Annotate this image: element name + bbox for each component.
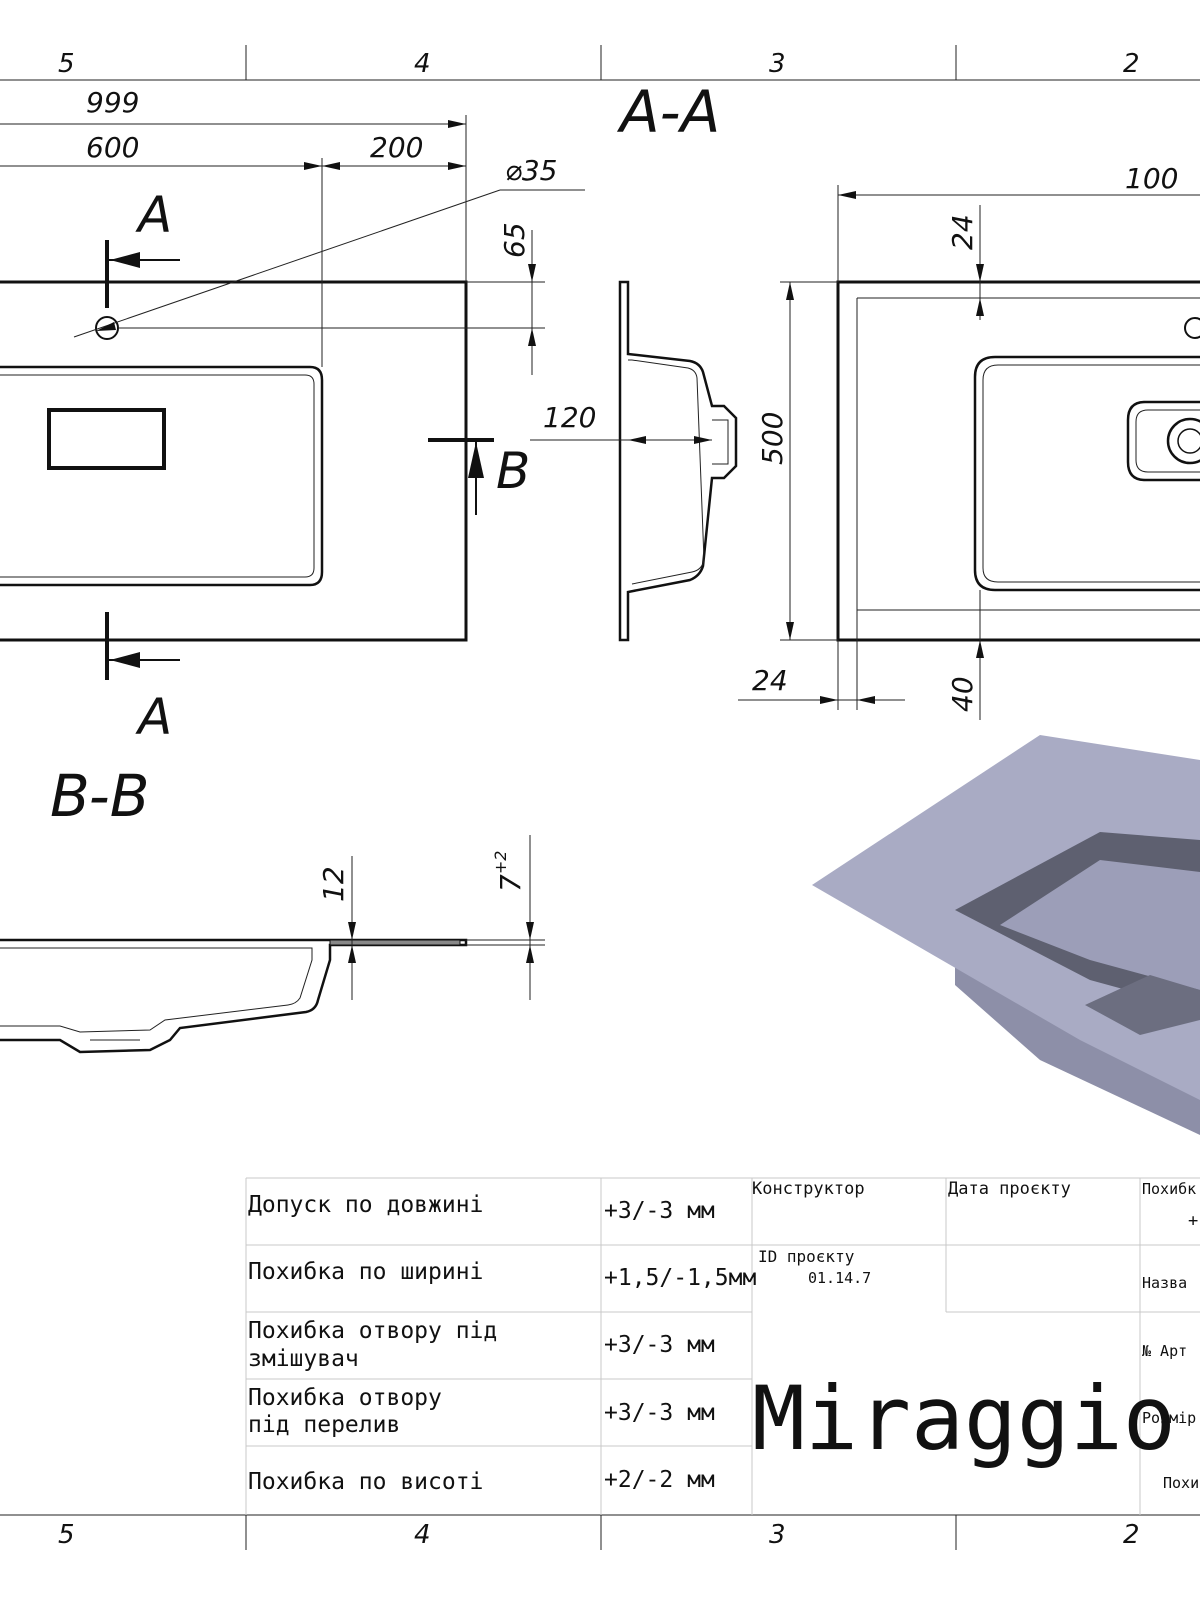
sink-render xyxy=(812,735,1200,1135)
zone-label-bottom-2: 4 xyxy=(414,1520,431,1550)
zone-label-top-1: 5 xyxy=(58,49,75,79)
project-id-value: 01.14.7 xyxy=(808,1269,871,1287)
dim-7: 7+2 xyxy=(491,851,527,892)
cut-line-a xyxy=(105,240,180,680)
section-bb-title: B-B xyxy=(50,762,150,830)
tolerance-label-height: Похибка по висоті xyxy=(248,1469,483,1495)
tolerance-label-mixer-hole-2: змішувач xyxy=(248,1346,359,1372)
project-date-label: Дата проєкту xyxy=(948,1179,1071,1199)
dim-500: 500 xyxy=(756,412,789,465)
right-col-name: Назва xyxy=(1142,1274,1187,1292)
dim-24-left: 24 xyxy=(752,664,788,697)
right-col-plus: + xyxy=(1188,1211,1198,1231)
right-col-error: Похибк xyxy=(1142,1180,1196,1198)
tolerance-label-overflow-2: під перелив xyxy=(248,1412,400,1438)
front-view-dimensions xyxy=(738,185,1200,720)
dim-diameter-35: ⌀35 xyxy=(505,154,558,187)
render-bowl-floor xyxy=(1000,860,1200,990)
zone-label-bottom-3: 3 xyxy=(769,1520,786,1550)
title-block-grid xyxy=(245,1177,1200,1515)
tolerance-value-mixer-hole: +3/-3 мм xyxy=(604,1332,715,1358)
render-drain xyxy=(1085,975,1200,1035)
project-id-label: ID проєкту xyxy=(758,1247,855,1266)
section-bb-profile xyxy=(0,938,468,1054)
cut-line-b xyxy=(428,438,494,515)
cut-label-a-bottom: A xyxy=(135,688,172,746)
zone-label-bottom-4: 2 xyxy=(1123,1520,1140,1550)
tolerance-value-length: +3/-3 мм xyxy=(604,1198,715,1224)
cut-label-a-top: A xyxy=(135,186,172,244)
plan-dimensions xyxy=(0,115,585,375)
dim-65: 65 xyxy=(498,222,531,258)
section-aa-title: A-A xyxy=(616,78,720,146)
dim-600: 600 xyxy=(86,131,139,164)
section-aa-dim-120 xyxy=(530,436,712,444)
tolerance-label-width: Похибка по ширині xyxy=(248,1259,483,1285)
dim-999: 999 xyxy=(86,86,139,119)
tolerance-label-overflow-1: Похибка отвору xyxy=(248,1385,442,1411)
dim-12: 12 xyxy=(317,866,350,902)
zone-label-bottom-1: 5 xyxy=(58,1520,75,1550)
tolerance-label-length: Допуск по довжині xyxy=(248,1192,483,1218)
dim-40: 40 xyxy=(946,676,979,712)
dim-24-top: 24 xyxy=(946,214,979,250)
right-col-article: № Арт xyxy=(1142,1342,1187,1360)
cut-label-b: B xyxy=(496,442,530,500)
zone-label-top-3: 3 xyxy=(769,49,786,79)
zone-label-top-4: 2 xyxy=(1123,49,1140,79)
tolerance-label-mixer-hole-1: Похибка отвору під xyxy=(248,1318,497,1344)
drain-outline xyxy=(47,408,166,470)
brand-logo: Miraggio xyxy=(752,1367,1176,1470)
section-aa-profile xyxy=(618,280,738,642)
constructor-label: Конструктор xyxy=(752,1179,865,1199)
right-col-size: Розмір xyxy=(1142,1409,1196,1427)
front-view xyxy=(836,280,1200,642)
plan-view xyxy=(0,280,468,642)
right-col-error-2: Похи xyxy=(1163,1474,1199,1492)
dim-200: 200 xyxy=(370,131,423,164)
dim-1000: 100 xyxy=(1125,162,1178,195)
tolerance-value-width: +1,5/-1,5мм xyxy=(604,1265,756,1291)
dim-120: 120 xyxy=(543,401,596,434)
section-bb-dimensions xyxy=(348,835,545,1000)
tolerance-value-height: +2/-2 мм xyxy=(604,1467,715,1493)
tolerance-value-overflow: +3/-3 мм xyxy=(604,1400,715,1426)
zone-label-top-2: 4 xyxy=(414,49,431,79)
zone-frame xyxy=(0,45,1200,1550)
